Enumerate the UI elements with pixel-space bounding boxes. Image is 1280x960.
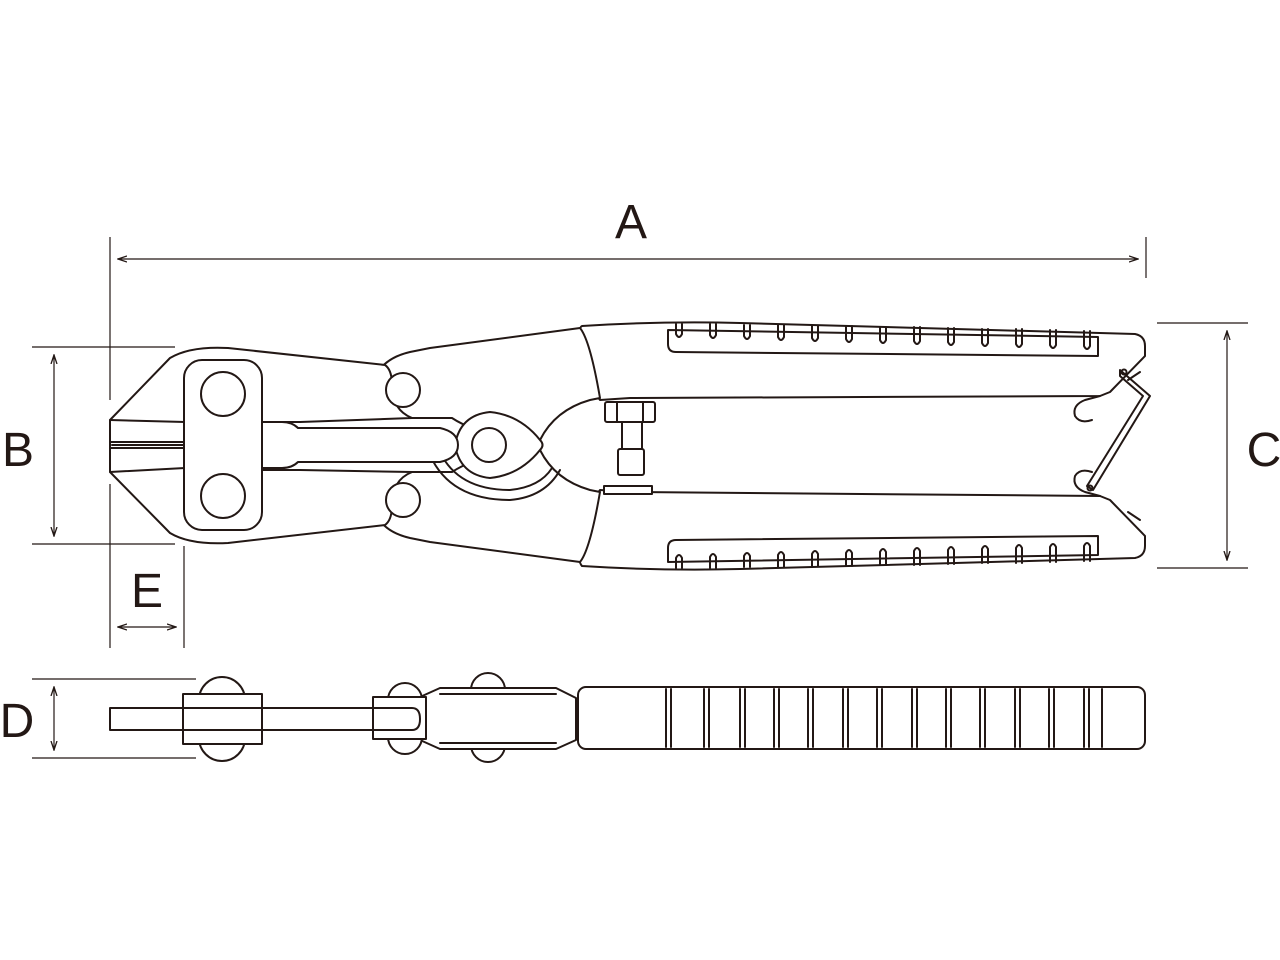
bolt-cutter-top-view	[109, 321, 1151, 571]
lower-grip-ribs	[675, 542, 1091, 569]
dimension-label-e: E	[131, 565, 163, 618]
adjustment-bolt	[603, 401, 656, 495]
handle-spring-clip	[1086, 368, 1151, 521]
bolt-cutter-side-view	[109, 672, 1146, 763]
side-bar-clamp	[372, 696, 427, 740]
lower-handle	[577, 469, 1146, 571]
cutter-jaw-head	[109, 346, 413, 545]
side-linkage-housing	[419, 687, 577, 750]
dimension-lines	[32, 237, 1248, 759]
dimension-label-d: D	[0, 695, 34, 748]
center-pivot-plate	[454, 411, 544, 479]
side-handle-grip	[577, 686, 1146, 750]
upper-handle	[577, 321, 1146, 423]
dimension-label-c: C	[1247, 424, 1280, 477]
jaw-lower-bolt	[200, 473, 246, 519]
dimension-label-b: B	[2, 424, 34, 477]
dimension-label-a: A	[615, 196, 647, 249]
center-pivot-bolt	[471, 427, 507, 463]
side-jaw-plate	[182, 693, 263, 745]
jaw-upper-bolt	[200, 371, 246, 417]
dimension-labels: A B C D E	[0, 196, 1280, 748]
upper-grip-ribs	[675, 323, 1091, 350]
upper-lever-bolt	[385, 372, 421, 408]
jaw-center-bar	[261, 421, 459, 469]
side-grip-ribs	[665, 688, 1103, 748]
linkage-arc	[429, 454, 561, 501]
lower-lever-bolt	[385, 482, 421, 518]
